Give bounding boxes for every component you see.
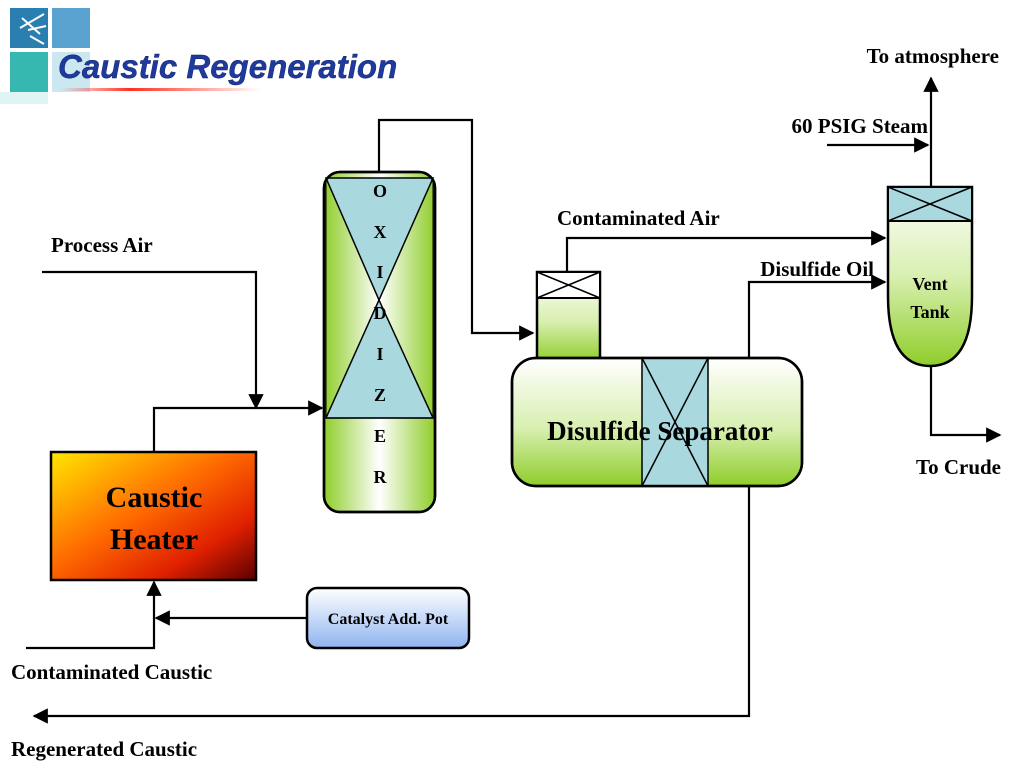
- oxidizer-letter: Z: [374, 385, 386, 405]
- label-to-crude: To Crude: [916, 455, 1001, 479]
- catalyst-add-pot: [305, 586, 471, 650]
- vent-tank-label-line1: Vent: [912, 274, 947, 294]
- vent-tank-label-line2: Tank: [910, 302, 949, 322]
- label-regenerated-caustic: Regenerated Caustic: [11, 737, 197, 761]
- separator-label: Disulfide Separator: [547, 416, 773, 446]
- oxidizer-letter: E: [374, 426, 386, 446]
- disulfide-separator: [510, 356, 804, 488]
- regenerated-caustic-line: [32, 486, 751, 724]
- oxidizer-overhead-line: [377, 118, 535, 341]
- oxidizer-vessel: [322, 170, 437, 514]
- oxidizer-letter: I: [376, 262, 383, 282]
- vent-tank: [886, 185, 974, 368]
- star-icon: [19, 13, 47, 45]
- label-to-atmosphere: To atmosphere: [867, 44, 999, 68]
- heater-label-line2: Heater: [110, 523, 198, 556]
- disulfide-oil-line: [747, 274, 887, 358]
- contaminated-caustic-line: [26, 580, 162, 650]
- process-air-line: [42, 270, 264, 410]
- oxidizer-letter: I: [376, 344, 383, 364]
- to-crude-line: [929, 366, 1002, 443]
- label-disulfide-oil: Disulfide Oil: [760, 257, 874, 281]
- oxidizer-letter: D: [374, 303, 387, 323]
- separator-boot: [535, 270, 602, 364]
- oxidizer-letter: X: [374, 222, 387, 242]
- oxidizer-label: O X I D I Z E R: [373, 181, 388, 487]
- title-underline: [60, 88, 260, 91]
- contaminated-air-line: [565, 230, 887, 272]
- heater-label-line1: Caustic: [106, 481, 203, 514]
- catalyst-pot-label: Catalyst Add. Pot: [328, 611, 449, 628]
- label-steam: 60 PSIG Steam: [792, 114, 929, 138]
- label-contaminated-air: Contaminated Air: [557, 206, 720, 230]
- slide-title: Caustic Regeneration: [58, 48, 397, 85]
- oxidizer-letter: R: [374, 467, 388, 487]
- oxidizer-letter: O: [373, 181, 387, 201]
- corner-logo: [0, 8, 90, 104]
- label-process-air: Process Air: [51, 233, 153, 257]
- caustic-heater: [49, 450, 258, 582]
- heater-to-oxidizer-line: [152, 400, 324, 452]
- label-contaminated-caustic: Contaminated Caustic: [11, 660, 212, 684]
